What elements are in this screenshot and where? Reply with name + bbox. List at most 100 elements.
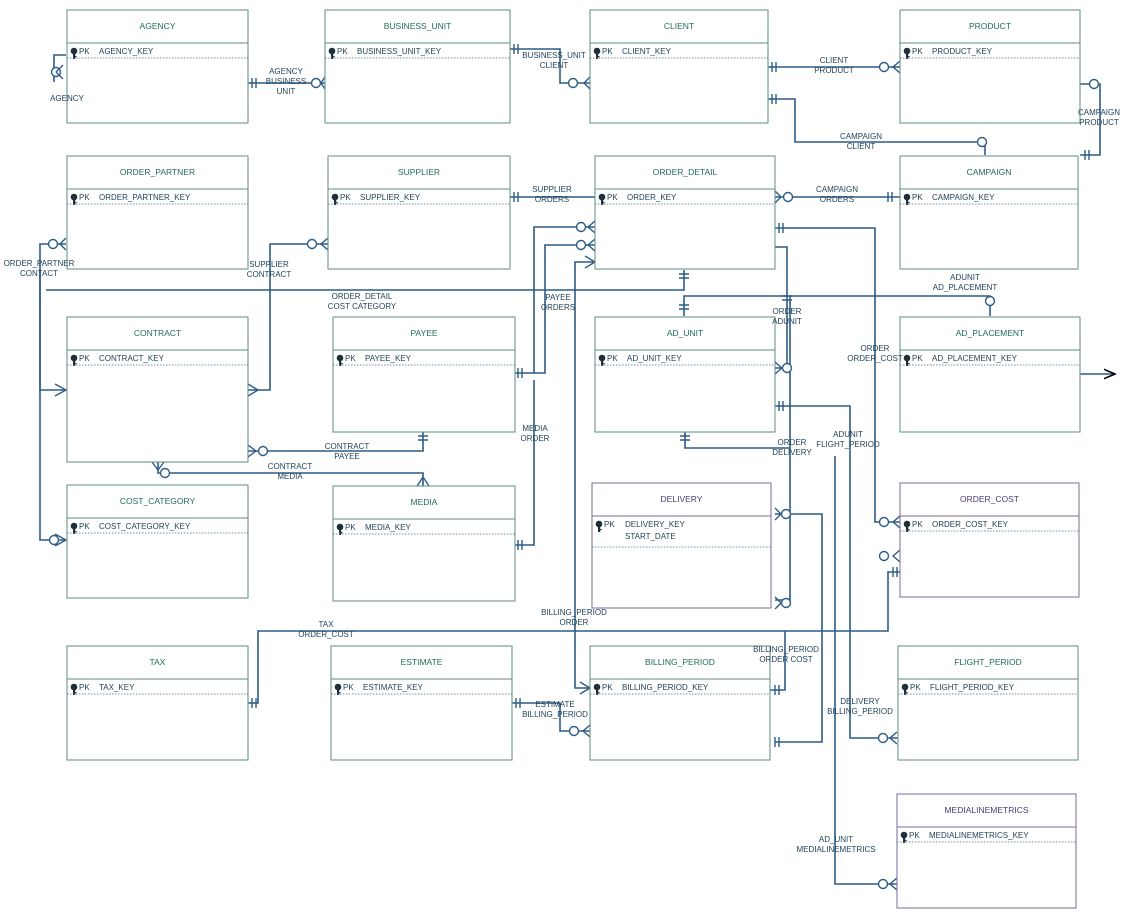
relationship-label-line: TAX bbox=[319, 620, 335, 629]
pk-label: PK bbox=[345, 354, 356, 363]
key-icon bbox=[334, 683, 342, 695]
key-icon bbox=[903, 47, 911, 59]
entity-body bbox=[324, 42, 511, 124]
key-icon bbox=[901, 683, 909, 695]
relationship-label-line: ORDERS bbox=[820, 195, 854, 204]
entity-body bbox=[330, 678, 513, 761]
entity-field: COST_CATEGORY_KEY bbox=[99, 522, 191, 531]
relationship-label-line: BILLING_PERIOD bbox=[827, 707, 893, 716]
relationship-label-line: PAYEE bbox=[334, 452, 360, 461]
relationship-label-line: DELIVERY bbox=[772, 448, 812, 457]
relationship-label-line: ORDER_COST bbox=[847, 354, 903, 363]
relationship-label-line: MEDIA bbox=[522, 424, 548, 433]
relationship-label-line: CLIENT bbox=[540, 61, 569, 70]
entity-field: AD_UNIT_KEY bbox=[627, 354, 682, 363]
entity-body bbox=[594, 349, 776, 433]
entity-header bbox=[66, 155, 249, 190]
relationship-label-line: BUSINESS_UNIT bbox=[522, 51, 586, 60]
entity-body bbox=[66, 42, 249, 124]
relationship-label-line: MEDIA bbox=[277, 472, 303, 481]
entity-field: DELIVERY_KEY bbox=[625, 520, 686, 529]
entity-title: CAMPAIGN bbox=[967, 167, 1012, 177]
entity-field: BUSINESS_UNIT_KEY bbox=[357, 47, 442, 56]
entity-campaign[interactable]: CAMPAIGN PK CAMPAIGN_KEY bbox=[899, 155, 1079, 270]
relationship-label-line: BUSINESS bbox=[266, 77, 306, 86]
relationship-label-line: ORDER bbox=[521, 434, 550, 443]
entity-field: ESTIMATE_KEY bbox=[363, 683, 424, 692]
key-icon bbox=[903, 354, 911, 366]
entity-field: FLIGHT_PERIOD_KEY bbox=[930, 683, 1015, 692]
relationship-label-line: CONTRACT bbox=[268, 462, 313, 471]
entity-title: TAX bbox=[150, 657, 166, 667]
relationship-label-line: COST CATEGORY bbox=[328, 302, 397, 311]
relationship-label-line: PAYEE bbox=[545, 293, 571, 302]
entity-body bbox=[589, 678, 771, 761]
key-icon bbox=[598, 193, 606, 205]
entity-body bbox=[66, 188, 249, 270]
relationship-label-line: UNIT bbox=[277, 87, 296, 96]
entity-title: AD_UNIT bbox=[667, 328, 703, 338]
key-icon bbox=[900, 831, 908, 843]
entity-title: AGENCY bbox=[140, 21, 176, 31]
relationship-label-line: ADUNIT bbox=[833, 430, 863, 439]
entity-header bbox=[332, 485, 516, 520]
entity-header bbox=[896, 793, 1077, 828]
relationship-label-line: CONTACT bbox=[20, 269, 58, 278]
key-icon bbox=[593, 47, 601, 59]
pk-label: PK bbox=[604, 520, 615, 529]
key-icon bbox=[903, 193, 911, 205]
entity-header bbox=[594, 316, 776, 351]
entity-field: MEDIA_KEY bbox=[365, 523, 411, 532]
entity-field: START_DATE bbox=[625, 532, 676, 541]
entity-body bbox=[594, 188, 776, 270]
relationship-label-line: AD_PLACEMENT bbox=[933, 283, 998, 292]
entity-field: CAMPAIGN_KEY bbox=[932, 193, 995, 202]
pk-label: PK bbox=[912, 193, 923, 202]
entity-body bbox=[66, 678, 249, 761]
entity-title: BUSINESS_UNIT bbox=[384, 21, 452, 31]
entity-title: ORDER_PARTNER bbox=[120, 167, 195, 177]
entity-header bbox=[591, 482, 772, 517]
key-icon bbox=[598, 354, 606, 366]
relationship-label-line: DELIVERY bbox=[840, 697, 880, 706]
key-icon bbox=[70, 522, 78, 534]
relationship-label-line: BILLING_PERIOD bbox=[541, 608, 607, 617]
key-icon bbox=[903, 520, 911, 532]
relationship-label-line: CAMPAIGN bbox=[840, 132, 882, 141]
entity-header bbox=[899, 155, 1079, 190]
entity-title: BILLING_PERIOD bbox=[645, 657, 715, 667]
entity-title: SUPPLIER bbox=[398, 167, 440, 177]
entity-header bbox=[589, 645, 771, 680]
entity-body bbox=[332, 518, 516, 602]
relationship-label-line: BILLING_PERIOD bbox=[753, 645, 819, 654]
relationship-label-line: AGENCY bbox=[269, 67, 303, 76]
pk-label: PK bbox=[607, 193, 618, 202]
relationship-label-line: ORDER_PARTNER bbox=[4, 259, 75, 268]
